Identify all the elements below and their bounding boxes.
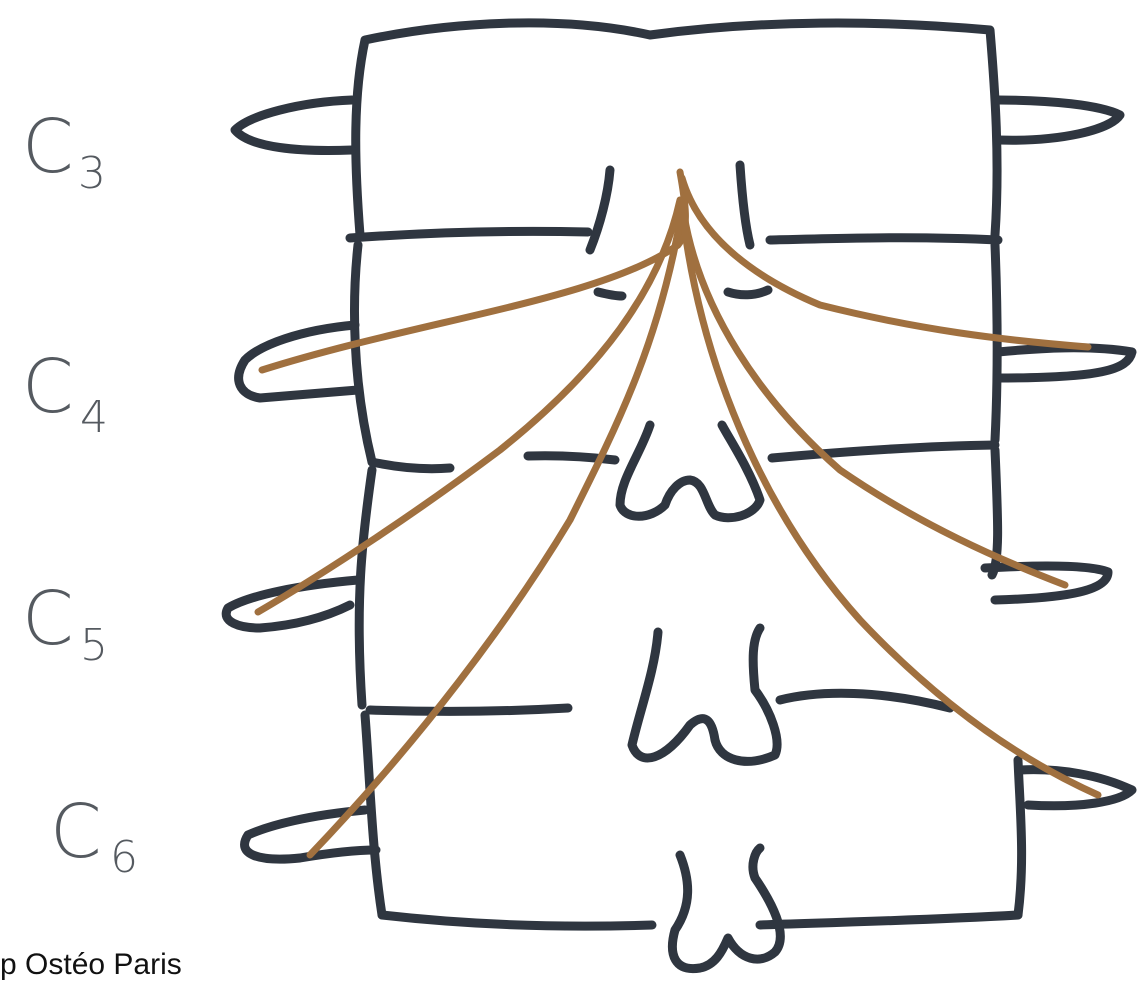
label-c6-letter: C — [50, 789, 102, 875]
c5-right-transverse-process — [985, 566, 1108, 600]
c4-spinous-hint-left — [598, 292, 622, 296]
label-c6-number: 6 — [110, 832, 138, 883]
nerve-to-left-c5 — [258, 200, 680, 612]
nerve-to-right-c5 — [684, 215, 1065, 585]
disc-c3-c4-left — [350, 231, 588, 238]
c5-left-border — [359, 470, 372, 705]
c6-right-border — [1018, 760, 1022, 915]
disc-c3-c4-right — [770, 238, 998, 240]
nerve-fibres — [258, 172, 1098, 855]
label-c5-number: 5 — [80, 620, 108, 671]
disc-c5-c6 — [370, 693, 950, 711]
disc-c4-c5-right — [772, 445, 995, 458]
c3-right-transverse-process — [998, 100, 1120, 140]
disc-c5-c6-right — [780, 693, 950, 708]
vertebra-c6 — [245, 628, 1132, 969]
c5-left-transverse-process — [226, 580, 358, 628]
c6-lower-spinous-process — [672, 848, 780, 969]
label-c3-number: 3 — [78, 148, 106, 199]
c3-right-lamina — [740, 165, 750, 245]
vertebra-c5 — [226, 425, 1108, 705]
label-c3-letter: C — [22, 104, 74, 190]
c6-spinous-process — [632, 628, 777, 761]
disc-c4-c5-left — [372, 462, 450, 469]
c3-left-lamina — [590, 170, 610, 250]
c4-right-transverse-process — [998, 348, 1132, 378]
vertebral-column — [226, 23, 1132, 969]
c4-spinous-hint-right — [728, 290, 768, 295]
label-c4-letter: C — [22, 344, 74, 430]
label-c4-number: 4 — [80, 392, 108, 443]
c6-bottom-border — [382, 915, 1018, 926]
c5-spinous-process — [620, 425, 760, 518]
vertebra-c4 — [239, 245, 1132, 462]
c3-left-transverse-process — [235, 100, 352, 150]
nerve-to-left-c4 — [262, 172, 685, 370]
watermark-text: p Ostéo Paris — [0, 948, 182, 982]
disc-c5-c6-left — [370, 708, 568, 711]
c4-right-border — [995, 245, 997, 440]
c6-left-border — [365, 715, 382, 915]
label-c3: C3 — [22, 104, 106, 199]
disc-c4-c5 — [372, 445, 995, 469]
label-c5-letter: C — [22, 576, 74, 662]
c4-left-border — [355, 245, 372, 462]
